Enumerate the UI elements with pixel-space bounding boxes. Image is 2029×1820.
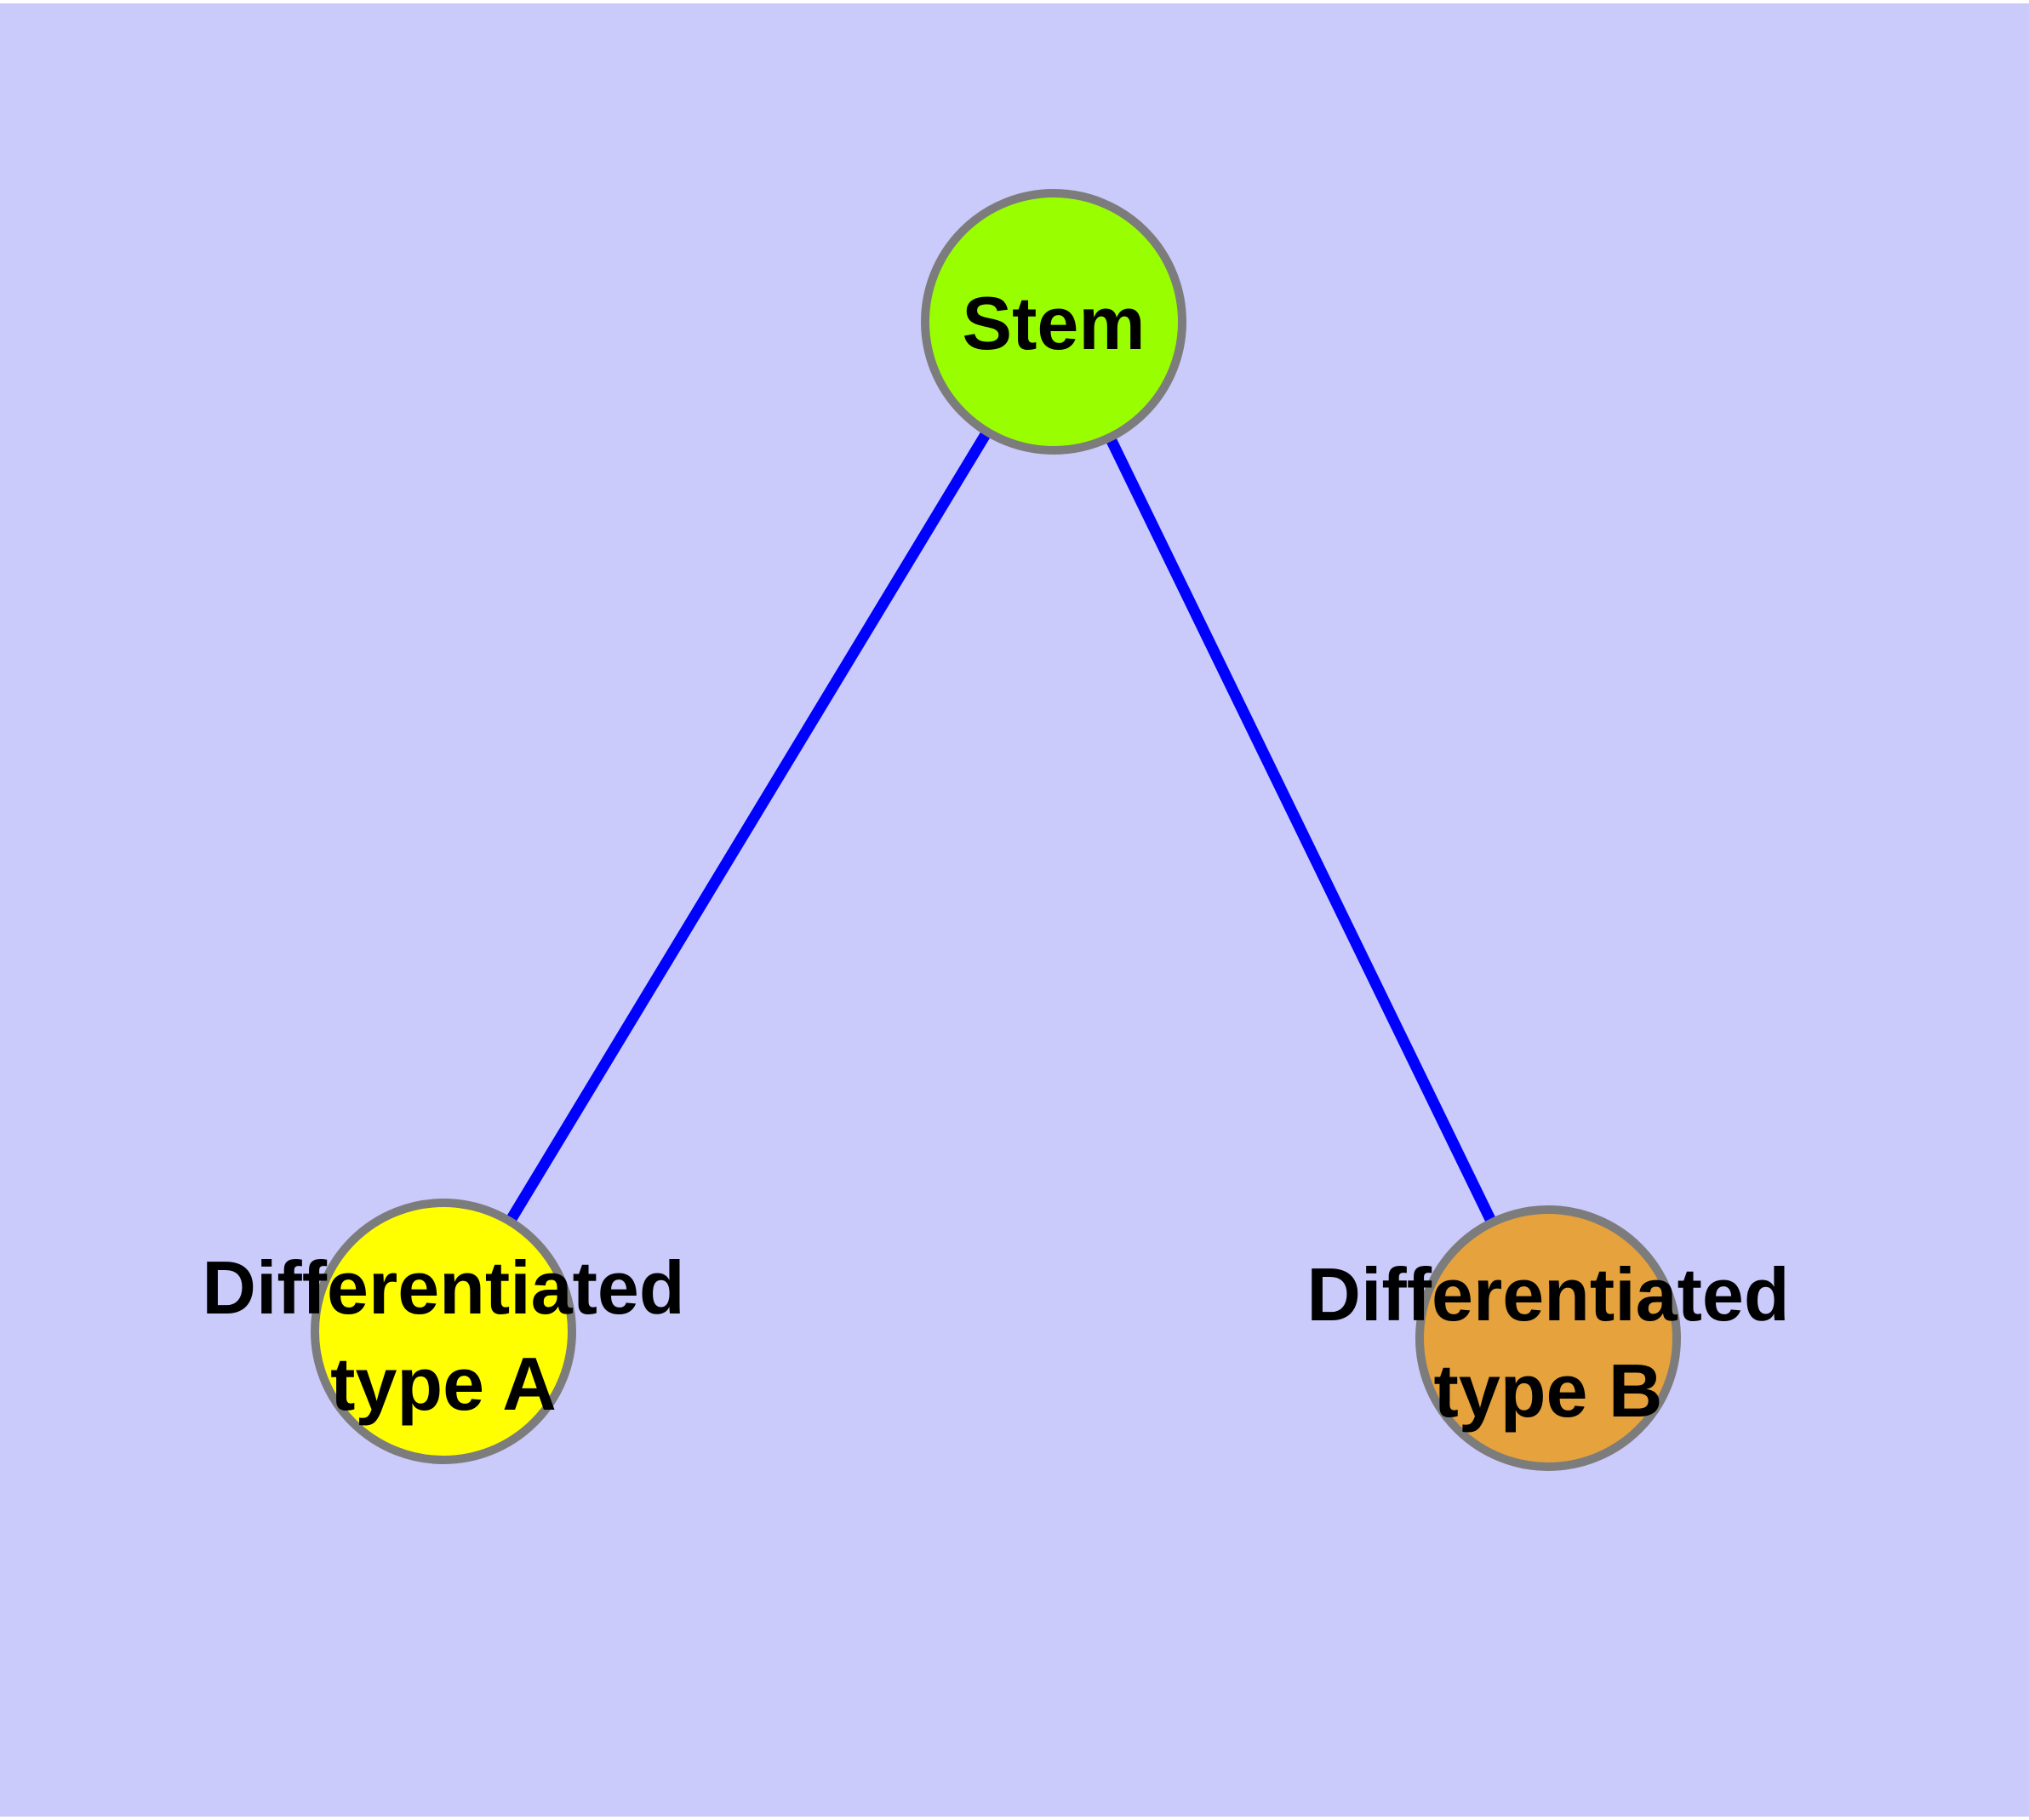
node-type-a-circle (311, 1199, 576, 1464)
node-type-b-label-line1: Differentiated (1306, 1252, 1789, 1336)
edge-stem-to-type-a (438, 318, 1059, 1335)
node-stem-circle (921, 189, 1186, 455)
node-type-a-label-line2: type A (330, 1342, 557, 1426)
node-stem-label: Stem (962, 281, 1145, 365)
edge-stem-to-type-b (1049, 319, 1553, 1341)
node-type-b-circle (1415, 1205, 1681, 1471)
node-type-b-label-line2: type B (1434, 1348, 1663, 1433)
node-type-a-label-line1: Differentiated (202, 1245, 684, 1330)
